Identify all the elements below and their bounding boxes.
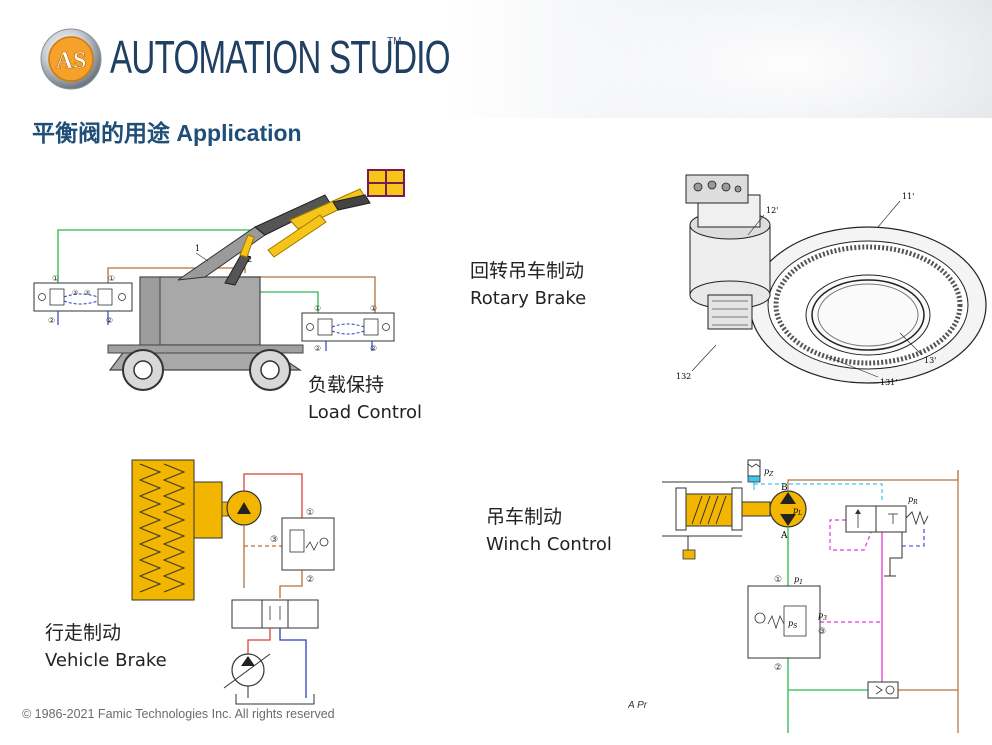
svg-text:②: ② [370, 344, 377, 353]
svg-text:①: ① [774, 575, 782, 585]
svg-text:①: ① [306, 508, 314, 518]
label-vehicle-brake: 行走制动 Vehicle Brake [45, 620, 167, 674]
label-winch-control-en: Winch Control [486, 534, 612, 555]
brand-name: AUTOMATION STUDIO [110, 31, 451, 83]
label-winch-control-zh: 吊车制动 [486, 506, 563, 528]
load-control-diagram: 1 2 ① ① ③ ③ ② ② ① ① ② ② [33, 169, 405, 391]
svg-text:③: ③ [84, 289, 90, 297]
svg-text:131': 131' [880, 378, 897, 387]
svg-text:②: ② [314, 344, 321, 353]
svg-text:②: ② [106, 316, 113, 325]
svg-text:12': 12' [766, 206, 778, 215]
svg-text:③: ③ [72, 289, 78, 297]
svg-text:③: ③ [270, 535, 278, 545]
svg-text:B: B [781, 483, 788, 493]
svg-text:②: ② [306, 575, 314, 585]
label-rotary-brake-zh: 回转吊车制动 [470, 260, 585, 282]
svg-text:pZ: pZ [764, 467, 774, 478]
svg-text:③: ③ [818, 627, 826, 637]
winch-control-diagram: B A pL pZ pR pS ① p1 p3 ③ ② [662, 459, 959, 733]
svg-text:①: ① [52, 274, 59, 283]
svg-text:p1: p1 [794, 575, 803, 586]
svg-text:132: 132 [676, 372, 691, 381]
svg-text:2: 2 [247, 255, 252, 264]
svg-text:②: ② [774, 663, 782, 673]
automation-studio-logo-icon: AS [40, 28, 102, 90]
label-vehicle-brake-zh: 行走制动 [45, 622, 122, 644]
figure-caption: A Pr [628, 700, 648, 711]
svg-text:13': 13' [924, 356, 936, 365]
brand-tm: TM [387, 36, 402, 47]
label-vehicle-brake-en: Vehicle Brake [45, 650, 167, 671]
label-rotary-brake-en: Rotary Brake [470, 288, 587, 309]
copyright-footer: © 1986-2021 Famic Technologies Inc. All … [22, 707, 335, 721]
label-winch-control: 吊车制动 Winch Control [486, 504, 612, 558]
logo-monogram: AS [56, 48, 87, 74]
label-rotary-brake: 回转吊车制动 Rotary Brake [470, 258, 586, 312]
svg-text:A: A [780, 531, 788, 541]
page-title: 平衡阀的用途 Application [32, 120, 302, 146]
svg-text:②: ② [48, 316, 55, 325]
vehicle-brake-diagram: ① ③ ② [131, 459, 335, 705]
svg-text:①: ① [314, 304, 321, 313]
svg-text:1: 1 [195, 244, 200, 253]
label-load-control-en: Load Control [308, 402, 422, 423]
svg-text:pS: pS [788, 619, 797, 630]
svg-text:①: ① [108, 274, 115, 283]
header-band [0, 0, 992, 170]
svg-text:11': 11' [902, 192, 914, 201]
rotary-brake-drawing: 12' 11' 13' 131' 132 [676, 174, 987, 387]
svg-text:pL: pL [793, 506, 802, 517]
label-load-control: 负载保持 Load Control [308, 372, 422, 426]
label-load-control-zh: 负载保持 [308, 374, 385, 396]
svg-text:pR: pR [908, 495, 918, 506]
svg-text:p3: p3 [818, 611, 827, 622]
svg-text:①: ① [370, 304, 377, 313]
